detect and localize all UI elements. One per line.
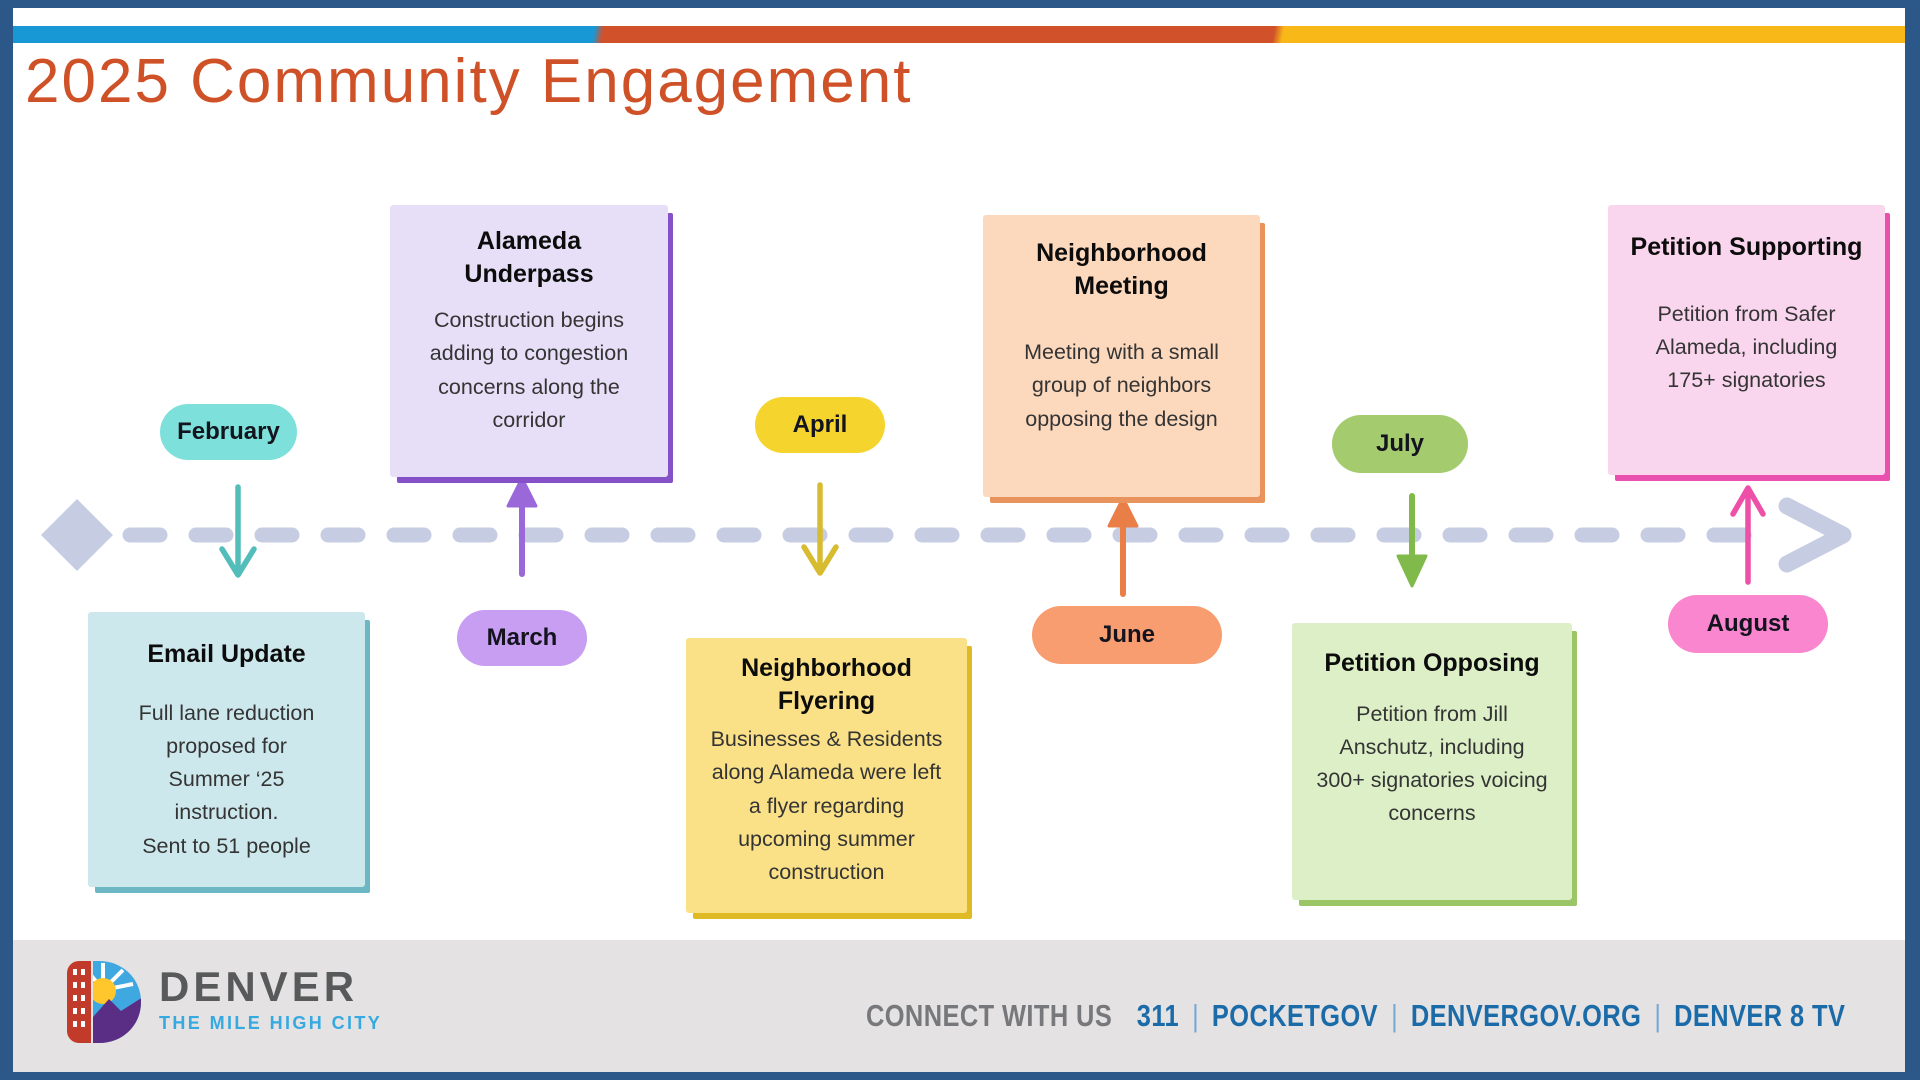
- month-label: August: [1706, 610, 1790, 637]
- march-arrow-up-icon: [506, 476, 538, 577]
- month-pill-july: July: [1332, 415, 1468, 473]
- month-pill-august: August: [1668, 595, 1828, 653]
- header-stripe: [13, 26, 1905, 43]
- frame-right: [1905, 0, 1920, 1080]
- connect-bar: CONNECT WITH US 311 | POCKETGOV | DENVER…: [866, 998, 1845, 1034]
- month-label: March: [486, 624, 558, 651]
- event-body: Full lane reduction proposed for Summer …: [138, 700, 315, 858]
- frame-top: [0, 0, 1920, 8]
- month-label: June: [1098, 621, 1155, 648]
- separator: |: [1654, 998, 1661, 1033]
- event-body: Meeting with a small group of neighbors …: [1024, 340, 1219, 431]
- june-arrow-up-icon: [1107, 496, 1139, 597]
- footer: DENVER THE MILE HIGH CITY CONNECT WITH U…: [13, 940, 1905, 1072]
- event-body: Construction begins adding to congestion…: [429, 308, 629, 432]
- event-card-alameda-underpass: Alameda Underpass Construction begins ad…: [390, 205, 668, 477]
- separator: |: [1191, 998, 1199, 1033]
- event-body: Businesses & Residents along Alameda wer…: [710, 727, 943, 885]
- august-arrow-up-icon: [1730, 485, 1766, 585]
- event-card-petition-supporting: Petition Supporting Petition from Safer …: [1608, 205, 1885, 475]
- timeline: [41, 497, 1852, 573]
- month-label: April: [792, 411, 848, 438]
- event-title: Email Update: [147, 640, 306, 668]
- month-pill-march: March: [457, 610, 587, 666]
- event-title: Neighborhood Meeting: [1036, 239, 1207, 300]
- timeline-arrowhead-icon: [1778, 497, 1852, 573]
- month-pill-june: June: [1032, 606, 1222, 664]
- frame-left: [0, 0, 13, 1080]
- event-body: Petition from Jill Anschutz, including 3…: [1316, 701, 1548, 826]
- month-label: July: [1375, 430, 1425, 457]
- denver-logo-text: DENVER THE MILE HIGH CITY: [159, 960, 382, 1034]
- event-title: Alameda Underpass: [464, 227, 594, 288]
- event-card-neighborhood-meeting: Neighborhood Meeting Meeting with a smal…: [983, 215, 1260, 497]
- connect-label: CONNECT WITH US: [865, 998, 1112, 1033]
- event-card-email-update: Email Update Full lane reduction propose…: [88, 612, 365, 887]
- month-pill-april: April: [755, 397, 885, 453]
- denver-logo-tagline: THE MILE HIGH CITY: [159, 1013, 383, 1033]
- link-311: 311: [1136, 998, 1179, 1033]
- link-denver8tv: DENVER 8 TV: [1673, 998, 1845, 1033]
- event-title: Petition Supporting: [1630, 233, 1863, 261]
- timeline-diamond-icon: [41, 499, 113, 571]
- frame-bottom: [0, 1072, 1920, 1080]
- separator: |: [1390, 998, 1398, 1033]
- event-title: Petition Opposing: [1324, 649, 1540, 677]
- month-pill-february: February: [160, 404, 297, 460]
- july-arrow-down-icon: [1396, 493, 1428, 588]
- denver-logo-icon: [67, 961, 141, 1043]
- event-card-petition-opposing: Petition Opposing Petition from Jill Ans…: [1292, 623, 1572, 900]
- denver-logo-name: DENVER: [159, 963, 359, 1010]
- link-pocketgov: POCKETGOV: [1211, 998, 1378, 1033]
- april-arrow-down-icon: [801, 482, 839, 576]
- event-title: Neighborhood Flyering: [741, 654, 912, 715]
- month-label: February: [177, 418, 280, 445]
- february-arrow-down-icon: [219, 484, 257, 578]
- page-title: 2025 Community Engagement: [25, 47, 913, 116]
- link-denvergov: DENVERGOV.ORG: [1410, 998, 1641, 1033]
- denver-logo: DENVER THE MILE HIGH CITY: [65, 960, 382, 1044]
- event-body: Petition from Safer Alameda, including 1…: [1655, 301, 1838, 393]
- event-card-neighborhood-flyering: Neighborhood Flyering Businesses & Resid…: [686, 638, 967, 913]
